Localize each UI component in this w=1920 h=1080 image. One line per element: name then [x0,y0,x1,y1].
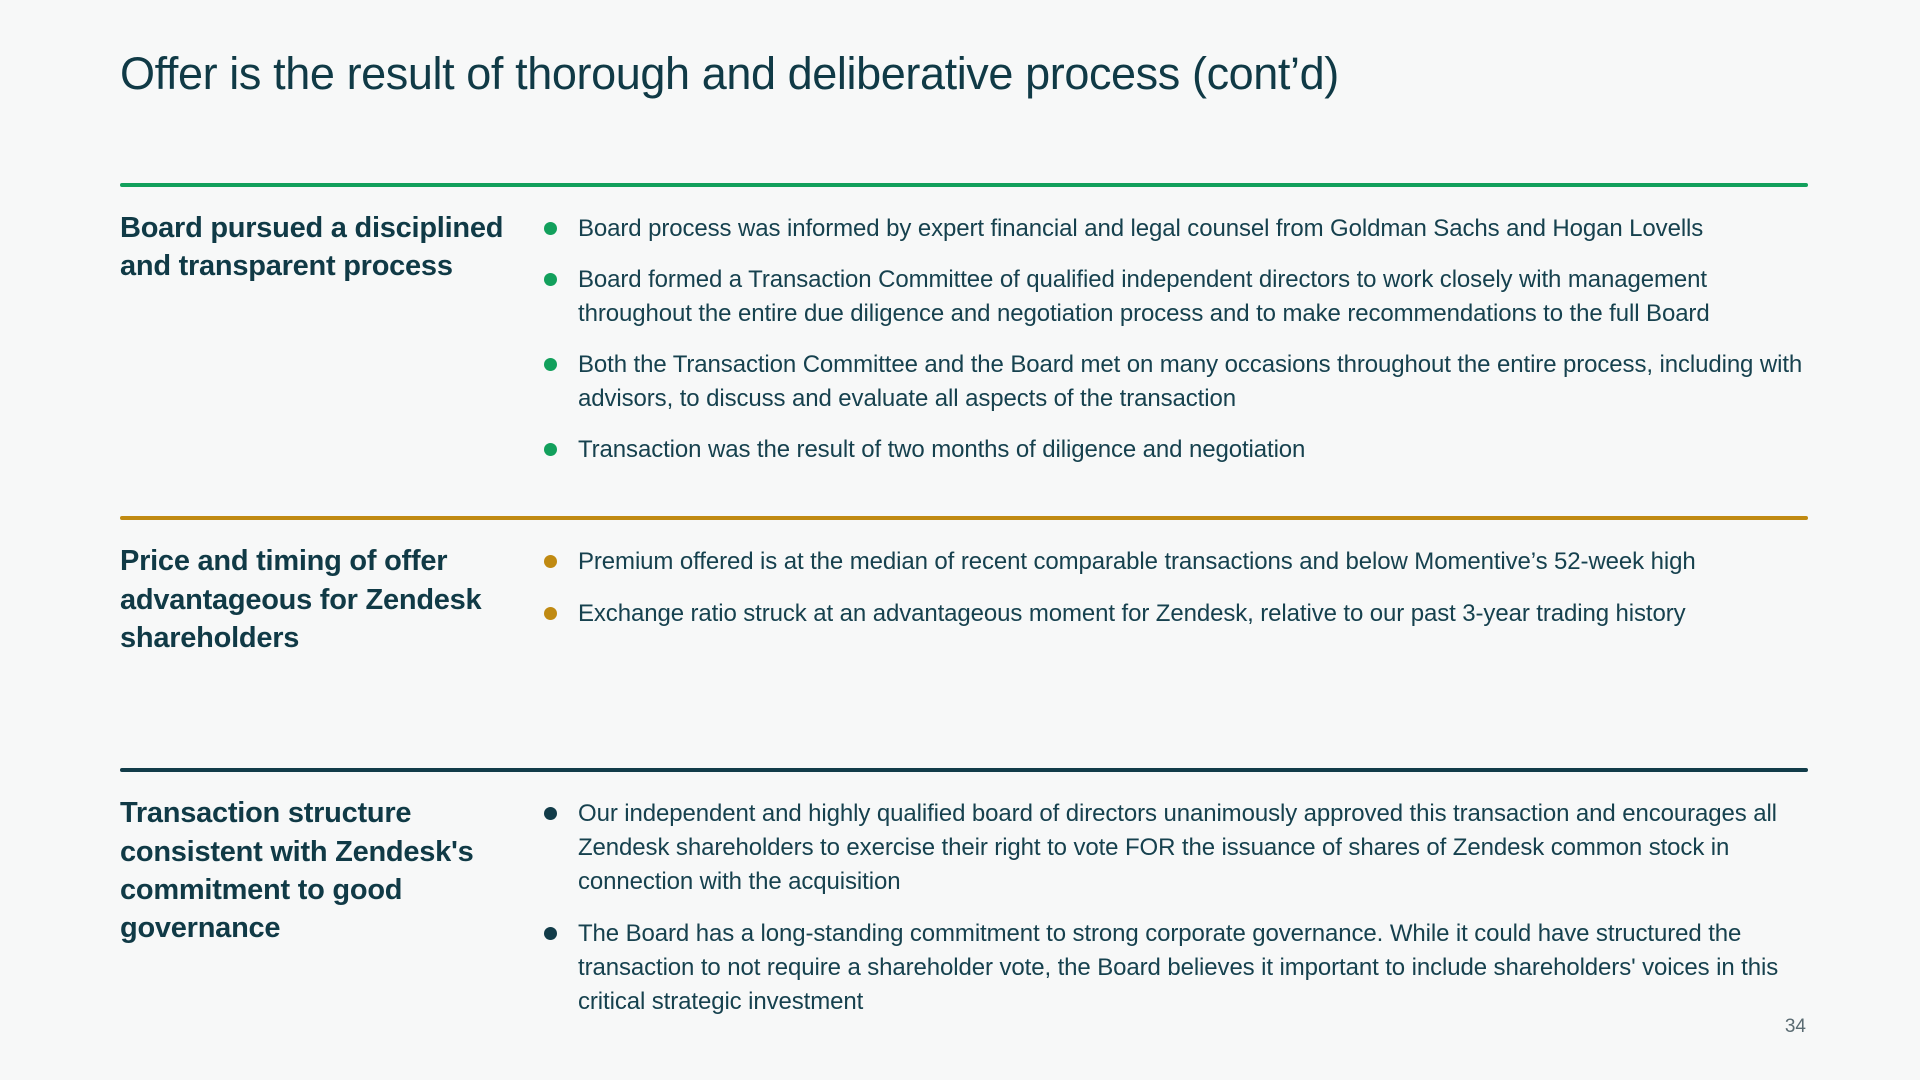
bullet-list: Our independent and highly qualified boa… [544,794,1808,1018]
section-body: Board pursued a disciplined and transpar… [120,187,1808,467]
section-body: Transaction structure consistent with Ze… [120,772,1808,1018]
list-item: The Board has a long-standing commitment… [544,917,1808,1019]
section-board-process: Board pursued a disciplined and transpar… [120,183,1808,467]
bullet-list: Board process was informed by expert fin… [544,209,1808,467]
bullet-text: Board formed a Transaction Committee of … [578,266,1710,328]
bullet-dot-icon [544,273,557,287]
section-body: Price and timing of offer advantageous f… [120,520,1808,657]
page-number: 34 [1784,1016,1806,1037]
bullet-dot-icon [544,358,557,372]
section-divider-rule [120,768,1808,773]
section-divider-rule [120,516,1808,521]
bullet-dot-icon [544,555,557,569]
bullet-dot-icon [544,443,557,457]
bullet-text: The Board has a long-standing commitment… [578,919,1779,1015]
slide-title: Offer is the result of thorough and deli… [120,48,1339,99]
bullet-text: Premium offered is at the median of rece… [578,548,1696,576]
list-item: Exchange ratio struck at an advantageous… [544,597,1808,631]
bullet-dot-icon [544,926,557,940]
list-item: Premium offered is at the median of rece… [544,545,1808,579]
bullet-text: Our independent and highly qualified boa… [578,800,1777,896]
section-divider-rule [120,183,1808,187]
sections-container: Board pursued a disciplined and transpar… [120,183,1808,1019]
bullet-text: Transaction was the result of two months… [578,436,1306,464]
bullet-list: Premium offered is at the median of rece… [544,542,1808,630]
bullet-dot-icon [544,807,557,821]
section-heading: Transaction structure consistent with Ze… [120,797,474,945]
list-item: Both the Transaction Committee and the B… [544,348,1808,416]
section-heading: Board pursued a disciplined and transpar… [120,212,504,283]
list-item: Our independent and highly qualified boa… [544,797,1808,899]
bullet-text: Both the Transaction Committee and the B… [578,351,1803,413]
list-item: Board process was informed by expert fin… [544,212,1808,246]
bullet-text: Exchange ratio struck at an advantageous… [578,599,1686,627]
section-heading: Price and timing of offer advantageous f… [120,545,482,654]
bullet-dot-icon [544,222,557,235]
section-price-and-timing: Price and timing of offer advantageous f… [120,516,1808,657]
bullet-dot-icon [544,606,557,620]
list-item: Transaction was the result of two months… [544,433,1808,467]
list-item: Board formed a Transaction Committee of … [544,263,1808,331]
section-transaction-structure: Transaction structure consistent with Ze… [120,768,1808,1018]
bullet-text: Board process was informed by expert fin… [578,215,1704,242]
